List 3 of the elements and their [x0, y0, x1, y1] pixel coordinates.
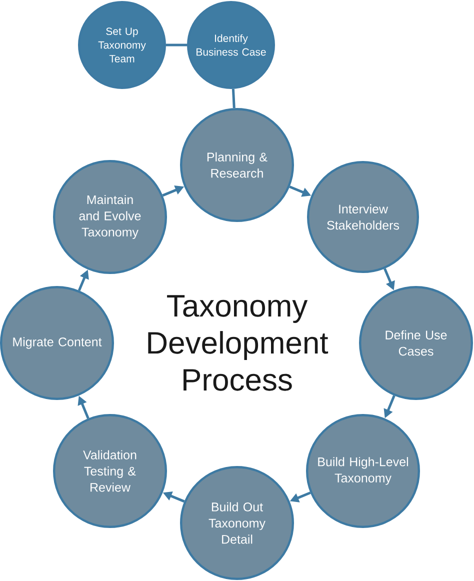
- diagram-title: Taxonomy Development Process: [148, 295, 328, 391]
- connector: [232, 88, 236, 108]
- connector: [166, 44, 187, 46]
